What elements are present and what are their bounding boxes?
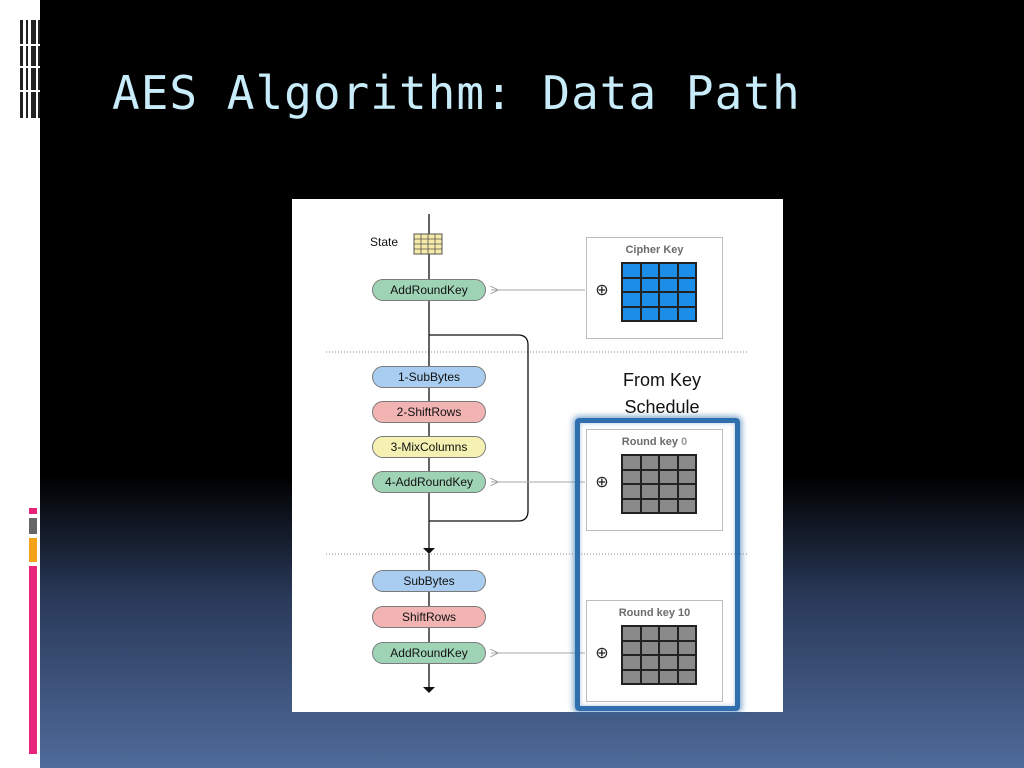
- round-key-0-xor-icon: ⊕: [595, 472, 609, 491]
- initial-add-round-key: AddRoundKey: [372, 279, 486, 301]
- round-key-10-xor-icon: ⊕: [595, 643, 609, 662]
- step-mix-columns: 3-MixColumns: [372, 436, 486, 458]
- data-path-arrow-2: [423, 687, 435, 693]
- cipher-key-xor-icon: ⊕: [595, 280, 609, 299]
- step-add-round-key: 4-AddRoundKey: [372, 471, 486, 493]
- left-accent-strip: [0, 0, 40, 768]
- annotation-line-1: From Key: [622, 370, 701, 390]
- round-loop-path: [429, 334, 529, 522]
- strip-bar-orange: [29, 538, 37, 562]
- slide-logo-icon: [20, 20, 40, 118]
- final-sub-bytes: SubBytes: [372, 570, 486, 592]
- strip-bar-magenta-top: [29, 508, 37, 514]
- key-schedule-highlight: [575, 418, 740, 711]
- step-shift-rows: 2-ShiftRows: [372, 401, 486, 423]
- cipher-key-grid: [621, 262, 697, 322]
- state-label: State: [370, 235, 399, 249]
- strip-bar-gray: [29, 518, 37, 534]
- annotation-line-2: Schedule: [624, 397, 700, 417]
- from-key-schedule-annotation: From Key Schedule: [602, 367, 722, 421]
- strip-bar-magenta-long: [29, 566, 37, 754]
- state-grid-icon: [413, 233, 443, 255]
- data-path-arrow-1: [423, 548, 435, 554]
- round-key-10-box: Round key 10: [586, 600, 723, 702]
- step-sub-bytes: 1-SubBytes: [372, 366, 486, 388]
- slide-title: AES Algorithm: Data Path: [112, 66, 801, 120]
- final-shift-rows: ShiftRows: [372, 606, 486, 628]
- aes-data-path-diagram: State AddRoundKey 1-SubBytes 2-ShiftRows…: [292, 199, 783, 712]
- round-key-10-title: Round key 10: [618, 607, 691, 619]
- final-add-round-key: AddRoundKey: [372, 642, 486, 664]
- cipher-key-box: Cipher Key: [586, 237, 723, 339]
- round-key-0-title: Round key 0: [621, 436, 688, 448]
- cipher-key-title: Cipher Key: [625, 244, 684, 256]
- round-key-10-grid: [621, 625, 697, 685]
- round-key-0-grid: [621, 454, 697, 514]
- round-key-0-box: Round key 0: [586, 429, 723, 531]
